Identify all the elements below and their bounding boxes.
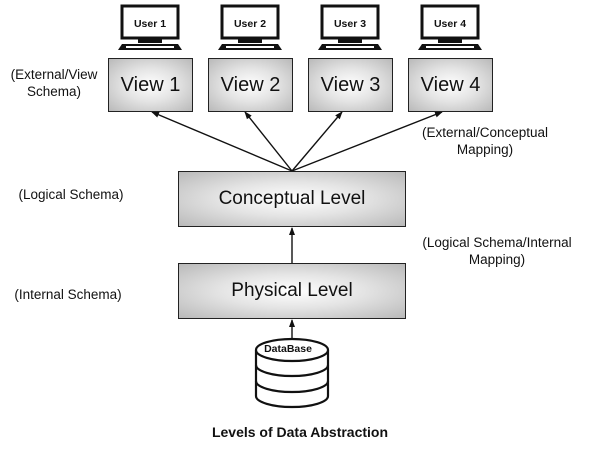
logical-internal-mapping-annotation: (Logical Schema/Internal Mapping) [404,234,590,268]
annotation-line: Schema) [26,84,82,99]
annotation-line: (External/View [10,67,98,82]
user-3-label: User 3 [333,18,367,30]
user-2-terminal: User 2 [218,6,282,52]
user-1-terminal: User 1 [118,6,182,52]
user-4-terminal: User 4 [418,6,482,52]
user-1-label: User 1 [133,18,167,30]
internal-schema-annotation: (Internal Schema) [14,287,122,302]
arrow-conceptual-to-view-2 [244,111,293,172]
view-2-box: View 2 [208,58,293,112]
annotation-line: Mapping) [468,252,526,267]
user-2-label: User 2 [233,18,267,30]
computer-monitor-icon [318,4,382,50]
arrow-conceptual-to-view-3 [291,111,343,172]
user-4-label: User 4 [433,18,467,30]
external-view-schema-annotation: (External/View Schema) [0,66,108,100]
annotation-line: (External/Conceptual [421,125,549,140]
computer-monitor-icon [418,4,482,50]
database-cylinder-icon [254,337,330,409]
view-1-box: View 1 [108,58,193,112]
logical-schema-annotation: (Logical Schema) [18,187,124,202]
external-conceptual-mapping-annotation: (External/Conceptual Mapping) [415,124,555,158]
computer-monitor-icon [118,4,182,50]
conceptual-level-box: Conceptual Level [178,171,406,227]
arrow-conceptual-to-view-4 [291,111,443,172]
view-4-box: View 4 [408,58,493,112]
annotation-line: (Logical Schema/Internal [422,235,572,250]
view-3-box: View 3 [308,58,393,112]
user-3-terminal: User 3 [318,6,382,52]
diagram-caption: Levels of Data Abstraction [211,424,389,440]
database-label: DataBase [264,343,312,355]
monitor-shapes [118,4,482,50]
arrow-conceptual-to-view-1 [151,111,293,172]
annotation-line: Mapping) [456,142,514,157]
computer-monitor-icon [218,4,282,50]
physical-level-box: Physical Level [178,263,406,319]
